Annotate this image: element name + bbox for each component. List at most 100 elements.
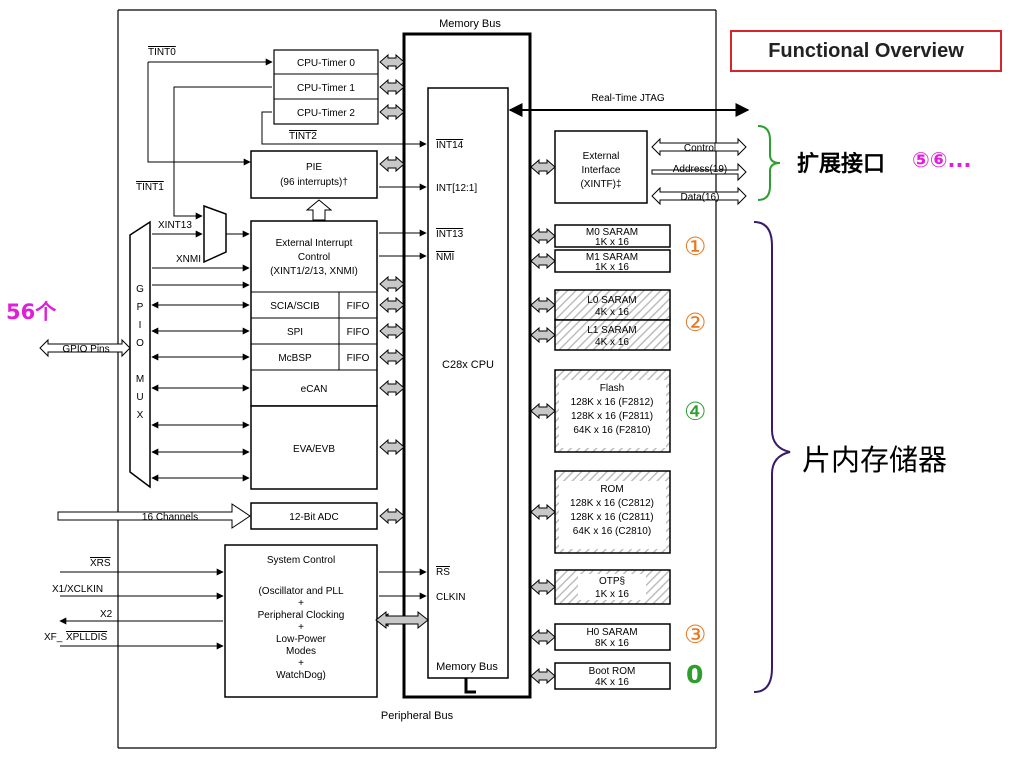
- gpio-mux-letter: O: [136, 338, 144, 349]
- cpu-timers-block: [273, 49, 379, 125]
- ext-int-line1: External Interrupt: [276, 238, 353, 249]
- gpio-mux-letter: P: [137, 302, 144, 313]
- x1-xclkin-label: X1/XCLKIN: [52, 584, 103, 595]
- gpio-mux-letter: G: [136, 284, 144, 295]
- cpu-int12: INT[12:1]: [436, 183, 477, 194]
- svg-text:+: +: [298, 658, 304, 669]
- svg-text:8K x 16: 8K x 16: [595, 638, 629, 649]
- cpu-timer-2: CPU-Timer 2: [297, 108, 355, 119]
- peripheral-stack: [250, 220, 378, 407]
- pie-title: PIE: [306, 162, 322, 173]
- circled-number-1: ①: [684, 232, 707, 261]
- xnmi-label: XNMI: [176, 254, 201, 265]
- adc-block: [250, 502, 378, 530]
- svg-text:Modes: Modes: [286, 646, 316, 657]
- svg-text:4K x 16: 4K x 16: [595, 677, 629, 688]
- svg-text:WatchDog): WatchDog): [276, 670, 326, 681]
- system-control-title: System Control: [267, 555, 335, 566]
- cpu-nmi: NMI: [436, 252, 454, 263]
- gpio-mux-letter: X: [137, 410, 144, 421]
- svg-text:64K x 16 (F2810): 64K x 16 (F2810): [573, 425, 650, 436]
- gpio-mux-letter: U: [136, 392, 143, 403]
- memory-bus-top-label: Memory Bus: [439, 18, 501, 30]
- fifo-label-2: FIFO: [347, 327, 370, 338]
- svg-text:ROM: ROM: [600, 484, 623, 495]
- svg-text:M1 SARAM: M1 SARAM: [586, 252, 638, 263]
- svg-text:1K x 16: 1K x 16: [595, 589, 629, 600]
- spi-label: SPI: [287, 327, 303, 338]
- svg-text:L0 SARAM: L0 SARAM: [587, 295, 636, 306]
- xintf-data: Data(16): [681, 192, 720, 203]
- svg-text:128K x 16 (C2812): 128K x 16 (C2812): [570, 498, 654, 509]
- fifo-label-1: FIFO: [347, 301, 370, 312]
- pie-block: [250, 150, 378, 199]
- cpu-int13: INT13: [436, 229, 464, 240]
- cpu-block: [427, 87, 509, 679]
- expand-interface-numbers: ⑤⑥...: [912, 148, 972, 172]
- svg-text:OTP§: OTP§: [599, 576, 625, 587]
- cpu-timer-1: CPU-Timer 1: [297, 83, 355, 94]
- xintf-line2: Interface: [582, 165, 621, 176]
- jtag-label: Real-Time JTAG: [591, 93, 665, 104]
- svg-text:Peripheral Clocking: Peripheral Clocking: [258, 610, 345, 621]
- xplldis-label: XPLLDIS: [66, 632, 107, 643]
- peripheral-bus-label: Peripheral Bus: [381, 710, 454, 722]
- xintf-line3: (XINTF)‡: [580, 179, 621, 190]
- cpu-clkin: CLKIN: [436, 592, 465, 603]
- xintf-line1: External: [583, 151, 620, 162]
- system-control-block: [224, 544, 378, 698]
- svg-text:Boot ROM: Boot ROM: [589, 666, 636, 677]
- fifo-label-3: FIFO: [347, 353, 370, 364]
- svg-text:64K x 16 (C2810): 64K x 16 (C2810): [573, 526, 651, 537]
- cpu-timer-0: CPU-Timer 0: [297, 58, 355, 69]
- bus-link: [464, 678, 476, 694]
- cpu-rs: RS: [436, 567, 450, 578]
- gpio-mux-letter: M: [136, 374, 144, 385]
- adc-label: 12-Bit ADC: [289, 512, 338, 523]
- expand-brace: [757, 125, 781, 201]
- x2-label: X2: [100, 609, 113, 620]
- cpu-int14: INT14: [436, 140, 464, 151]
- svg-text:128K x 16 (C2811): 128K x 16 (C2811): [570, 512, 653, 523]
- tint2-label: TINT2: [289, 131, 317, 142]
- svg-text:M0 SARAM: M0 SARAM: [586, 227, 638, 238]
- pie-subtitle: (96 interrupts)†: [280, 177, 348, 188]
- l1-saram: [554, 319, 671, 351]
- svg-text:4K x 16: 4K x 16: [595, 337, 629, 348]
- circled-number-3: ③: [684, 620, 707, 649]
- ext-int-line3: (XINT1/2/13, XNMI): [270, 266, 358, 277]
- memory-bus-inner-label: Memory Bus: [436, 661, 498, 673]
- gpio-mux-letter: I: [139, 320, 142, 331]
- eva-evb-label: EVA/EVB: [293, 444, 335, 455]
- svg-text:128K x 16 (F2812): 128K x 16 (F2812): [571, 397, 654, 408]
- svg-text:+: +: [298, 598, 304, 609]
- svg-text:Low-Power: Low-Power: [276, 634, 327, 645]
- svg-text:L1 SARAM: L1 SARAM: [587, 325, 636, 336]
- circled-number-4: ④: [684, 397, 707, 426]
- circled-number-2: ②: [684, 308, 707, 337]
- svg-text:1K x 16: 1K x 16: [595, 262, 629, 273]
- mcbsp-label: McBSP: [278, 353, 312, 364]
- cpu-label: C28x CPU: [442, 359, 494, 371]
- svg-text:H0 SARAM: H0 SARAM: [586, 627, 637, 638]
- tint0-label: TINT0: [148, 47, 176, 58]
- svg-text:+: +: [298, 622, 304, 633]
- expand-interface-label: 扩展接口: [797, 152, 886, 177]
- gpio-mux: [129, 220, 151, 489]
- onchip-memory-label: 片内存储器: [802, 443, 948, 477]
- gpio-pins-label: GPIO Pins: [62, 344, 109, 355]
- svg-text:Flash: Flash: [600, 383, 624, 394]
- 16-channels-label: 16 Channels: [142, 512, 198, 523]
- ext-int-line2: Control: [298, 252, 330, 263]
- gpio-count-label: 56个: [6, 300, 57, 324]
- svg-text:4K x 16: 4K x 16: [595, 307, 629, 318]
- memory-bus-outline: [402, 32, 532, 699]
- xint-mux: [203, 204, 227, 264]
- xintf-address: Address(19): [673, 164, 727, 175]
- tint1-label: TINT1: [136, 182, 164, 193]
- functional-overview-title: Functional Overview: [730, 30, 1002, 72]
- onchip-brace: [753, 221, 791, 693]
- ecan-label: eCAN: [301, 384, 328, 395]
- scia-scib-label: SCIA/SCIB: [270, 301, 320, 312]
